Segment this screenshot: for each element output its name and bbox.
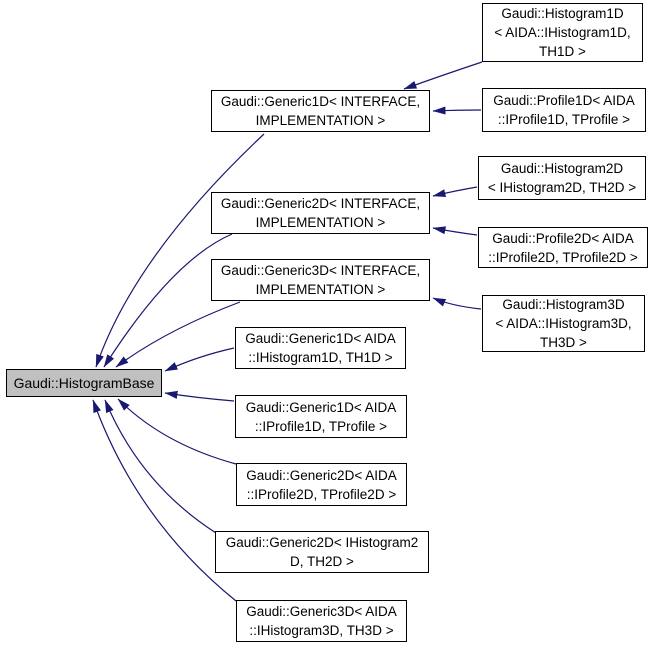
edge-histogram1d-to-generic1d-interface [403, 61, 483, 90]
node-profile1d[interactable]: Gaudi::Profile1D< AIDA ::IProfile1D, TPr… [482, 88, 646, 132]
node-generic2d-ihistogram2d[interactable]: Gaudi::Generic2D< IHistogram2 D, TH2D > [215, 531, 429, 573]
edge-generic1d-ihistogram1d-to-histogram-base [164, 347, 235, 372]
node-label: Gaudi::Generic2D< AIDA ::IProfile2D, TPr… [246, 467, 397, 502]
edge-histogram3d-to-generic3d-interface [432, 297, 482, 310]
edge-generic1d-interface-to-histogram-base [95, 133, 265, 368]
node-label: Gaudi::Histogram3D < AIDA::IHistogram3D,… [495, 297, 632, 350]
node-histogram1d[interactable]: Gaudi::Histogram1D < AIDA::IHistogram1D,… [482, 3, 643, 62]
node-histogram3d[interactable]: Gaudi::Histogram3D < AIDA::IHistogram3D,… [482, 295, 645, 352]
node-label: Gaudi::Profile2D< AIDA ::IProfile2D, TPr… [488, 230, 638, 265]
node-label: Gaudi::HistogramBase [13, 374, 155, 391]
edge-generic2d-iprofile2d-to-histogram-base [117, 398, 237, 465]
node-generic2d-iprofile2d[interactable]: Gaudi::Generic2D< AIDA ::IProfile2D, TPr… [236, 463, 407, 506]
edge-generic2d-ihistogram2d-to-histogram-base [104, 399, 217, 534]
edge-generic1d-iprofile1d-to-histogram-base [164, 390, 235, 402]
node-label: Gaudi::Generic2D< IHistogram2 D, TH2D > [225, 535, 419, 569]
node-label: Gaudi::Generic1D< AIDA ::IHistogram1D, T… [245, 331, 396, 365]
node-profile2d[interactable]: Gaudi::Profile2D< AIDA ::IProfile2D, TPr… [478, 227, 648, 268]
node-generic1d-ihistogram1d[interactable]: Gaudi::Generic1D< AIDA ::IHistogram1D, T… [235, 327, 406, 369]
edge-profile2d-to-generic2d-interface [432, 226, 478, 236]
node-label: Gaudi::Profile1D< AIDA ::IProfile1D, TPr… [493, 93, 635, 127]
node-generic3d-ihistogram3d[interactable]: Gaudi::Generic3D< AIDA ::IHistogram3D, T… [236, 600, 407, 642]
node-histogram2d[interactable]: Gaudi::Histogram2D < IHistogram2D, TH2D … [478, 156, 646, 200]
node-label: Gaudi::Generic1D< AIDA ::IProfile1D, TPr… [245, 399, 397, 434]
edge-generic3d-interface-to-histogram-base [115, 301, 241, 368]
node-label: Gaudi::Generic3D< AIDA ::IHistogram3D, T… [246, 604, 397, 638]
edge-histogram2d-to-generic2d-interface [432, 186, 478, 197]
node-label: Gaudi::Generic1D< INTERFACE, IMPLEMENTAT… [220, 94, 421, 128]
node-histogram-base[interactable]: Gaudi::HistogramBase [6, 369, 162, 397]
edge-generic3d-ihistogram3d-to-histogram-base [92, 399, 237, 602]
node-label: Gaudi::Histogram2D < IHistogram2D, TH2D … [487, 161, 637, 195]
node-generic2d-interface[interactable]: Gaudi::Generic2D< INTERFACE, IMPLEMENTAT… [211, 192, 430, 234]
node-label: Gaudi::Generic3D< INTERFACE, IMPLEMENTAT… [220, 263, 421, 297]
edge-generic2d-interface-to-histogram-base [103, 233, 233, 368]
node-label: Gaudi::Generic2D< INTERFACE, IMPLEMENTAT… [220, 196, 421, 230]
edge-profile1d-to-generic1d-interface [432, 106, 482, 115]
node-label: Gaudi::Histogram1D < AIDA::IHistogram1D,… [494, 6, 631, 59]
node-generic1d-iprofile1d[interactable]: Gaudi::Generic1D< AIDA ::IProfile1D, TPr… [235, 395, 407, 438]
node-generic3d-interface[interactable]: Gaudi::Generic3D< INTERFACE, IMPLEMENTAT… [211, 259, 430, 301]
node-generic1d-interface[interactable]: Gaudi::Generic1D< INTERFACE, IMPLEMENTAT… [211, 90, 430, 132]
